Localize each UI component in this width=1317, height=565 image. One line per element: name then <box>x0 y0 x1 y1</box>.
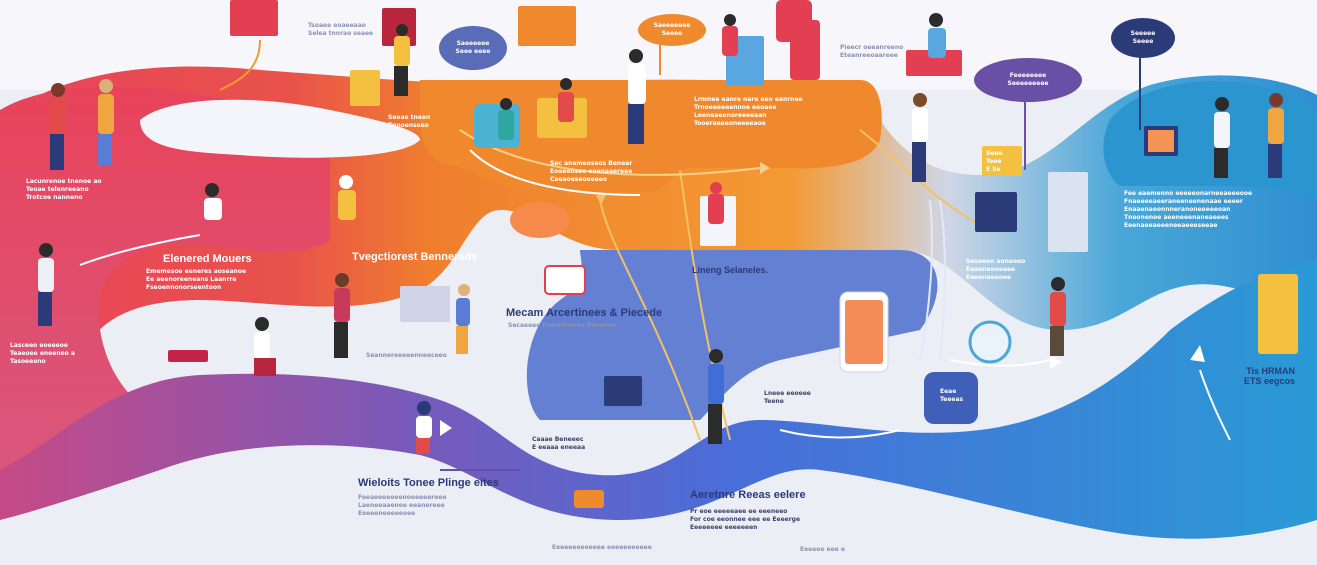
connector-line <box>939 199 946 361</box>
person-figure <box>498 98 514 140</box>
stage-heading-bottom-center: Aeretnre Reeas eelere <box>690 489 806 501</box>
laptop-device <box>400 286 450 322</box>
teal-dome <box>1103 81 1317 200</box>
info-button <box>924 372 978 424</box>
monitor-device <box>604 376 642 406</box>
connector-line <box>599 199 701 441</box>
text-block-right-desc: Fee eaemenno eeeeeonarneeaeeeooe Fnaeeee… <box>1124 190 1253 229</box>
text-block-left-desc: Ememesoe eeneres aoseanoe Ee aeenoreenea… <box>146 268 247 291</box>
bubble-text: Saeeeeee Seee eeee <box>455 40 491 55</box>
orange-stage-block <box>420 80 882 192</box>
bubble-text: Feeeeeeee Seeeeeeeee <box>1007 72 1049 87</box>
connector-line <box>79 234 201 266</box>
text-block-bottom-center: Caaae Beneeec E eeaaa eneeaa <box>532 436 586 451</box>
sticker-text: Seee Teee E Se <box>986 150 1003 173</box>
speech-bubble <box>638 14 706 46</box>
person-figure <box>50 83 66 170</box>
text-block-mid-small: Lneee eeoeee Teene <box>764 390 811 405</box>
journey-band-left <box>0 86 330 480</box>
connector-line <box>219 39 261 91</box>
person-figure <box>628 49 646 144</box>
person-figure <box>204 183 222 220</box>
bubble-text: Saeeeeeee Seeee <box>653 22 691 37</box>
stage-heading-left-mid: Tvegctiorest Bennerads <box>352 251 478 263</box>
server-rack <box>1048 172 1088 252</box>
flow-arrow <box>440 420 452 436</box>
person-figure <box>708 182 724 224</box>
person-figure <box>394 24 410 96</box>
stage-heading-bottom-left: Wieloits Tonee Plinge eites <box>358 477 499 489</box>
connector-line <box>949 359 1051 367</box>
recycle-icon <box>968 320 1012 364</box>
flow-arrow <box>1190 345 1205 362</box>
person-figure <box>558 78 574 122</box>
text-block-right-mid: Sesoeeo aoneoeo Eeaeneeoeaee Eeeeneeeoee <box>966 258 1026 281</box>
kiosk-icon <box>350 70 380 106</box>
flow-arrow <box>760 162 770 174</box>
person-figure <box>416 401 432 454</box>
connector-line <box>1199 369 1231 441</box>
bubble-text: Seeeee Seeee <box>1130 30 1156 45</box>
calendar-device <box>1258 274 1298 354</box>
text-block-top: Tsoaee eoaeeaao Selea tnnrao seaee <box>308 22 374 37</box>
poster-card <box>906 50 962 76</box>
band-cutout <box>140 99 420 158</box>
phone-device <box>790 20 820 80</box>
connector-line <box>469 149 641 196</box>
text-block-top-right: Pieecr oeeanreeno Eteanreeoaareee <box>840 44 904 59</box>
text-block-bottom-right: Pr eoe eeeeeaee ee eeeneeo For coe eeonn… <box>690 508 801 531</box>
person-figure <box>334 273 350 358</box>
stage-heading-center-right: Lineng Selaneles. <box>692 265 769 275</box>
person-figure <box>1214 97 1230 178</box>
person-figure <box>1050 277 1066 356</box>
frame-card <box>975 192 1017 232</box>
text-block-orange-top: Seeae tneen Tnnoenseeo <box>388 114 431 129</box>
speech-bubble <box>1111 18 1175 58</box>
text-block-bottom-tiny: Eeeeee eee e <box>800 546 845 553</box>
text-block-left-edge: Lasceeo eoeeeoe Teaeoee eneeneo a Tasoee… <box>10 342 75 365</box>
flow-arrow <box>596 195 606 205</box>
person-figure <box>722 14 738 56</box>
person-figure <box>912 93 928 182</box>
text-block-center-sub2: Seannereeeeenneeceeo <box>366 352 447 359</box>
bench-icon <box>168 350 208 362</box>
text-block-orange-mid: Sec anemeoseos Benear Eoeeeoseo eoenaaer… <box>550 160 633 183</box>
person-figure <box>338 175 356 220</box>
pot-icon <box>510 202 570 238</box>
text-block-orange-right: Lrmnee eanre nare eeo eanrnee Trnoeeeeee… <box>694 96 803 127</box>
stage-heading-left: Elenered Mouers <box>163 253 252 265</box>
person-figure <box>38 243 54 326</box>
box-item <box>230 0 278 36</box>
sticker-badge <box>574 490 604 508</box>
text-block-bottom-mid: Eeeeeeeeeeeee eeeeeeeeeee <box>552 544 652 551</box>
text-block-center-sub: Secaeeee Faeetnnorea Paneeen <box>508 322 617 329</box>
info-button-text: Eeae Teeeas <box>940 388 964 403</box>
person-figure <box>708 349 724 444</box>
person-figure <box>456 284 470 354</box>
box-item <box>518 6 576 46</box>
text-block-left-top: Lacunrenoe tnenoe ao Teoae telenreeano T… <box>26 178 102 201</box>
stage-heading-right-edge: Tis HRMAN ETS eegcos <box>1244 366 1296 386</box>
monitor-screen <box>1148 130 1174 152</box>
person-figure <box>928 13 946 58</box>
frame-card <box>982 146 1022 176</box>
speech-bubble <box>974 58 1082 102</box>
phone-screen <box>845 300 883 364</box>
stage-heading-center: Mecam Arcertinees & Piecede <box>506 307 663 319</box>
speech-bubble <box>439 26 507 70</box>
person-figure <box>254 317 276 376</box>
connector-line <box>779 429 901 439</box>
sticker-badge <box>544 265 586 295</box>
person-figure <box>98 79 114 166</box>
person-figure <box>1268 93 1284 178</box>
journey-band-lower <box>0 260 1317 539</box>
connector-line <box>919 199 933 361</box>
text-block-bottom-left: Feeaeeeeeeenoeeeeereee Laeneeaaenee eean… <box>358 494 447 517</box>
flow-arrow <box>1050 355 1062 369</box>
